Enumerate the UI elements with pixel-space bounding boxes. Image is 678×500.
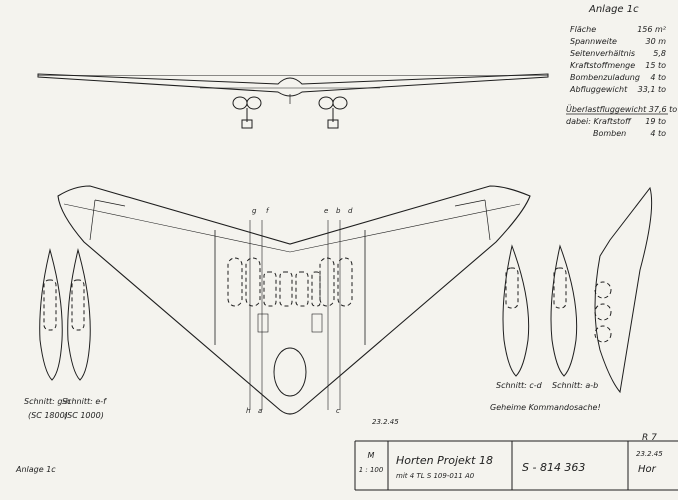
cut-mark: h [246,407,250,415]
overload-value: 4 to [650,129,666,138]
spec-value: 5,8 [653,49,666,58]
engines-line: mit 4 TL S 109-011 A0 [396,472,475,480]
section-gh-label: Schnitt: g-h [24,397,70,406]
spec-value: 33,1 to [638,85,666,94]
signature: Hor [638,464,657,475]
spec-label: Kraftstoffmenge [570,61,635,70]
scale-value: 1 : 100 [359,466,384,474]
overload-value: 19 to [645,117,666,126]
cut-mark: d [348,207,353,215]
spec-label: Spannweite [570,37,617,46]
sheet-date: 23.2.45 [636,450,663,458]
drawing-date: 23.2.45 [372,418,399,426]
annex-bottom-label: Anlage 1c [15,465,56,474]
cut-mark: c [336,407,340,415]
specs-list: Fläche 156 m² Spannweite 30 m Seitenverh… [569,25,667,94]
spec-value: 15 to [645,61,666,70]
overload-label: Bomben [593,129,626,138]
sheet-code: R 7 [642,433,657,443]
section-ef-label: Schnitt: e-f [62,397,107,406]
spec-label: Fläche [570,25,596,34]
spec-label: Bombenzuladung [570,73,640,82]
scale-label: M [368,451,375,460]
drawing-number: S - 814 363 [522,461,585,474]
front-view [37,73,549,129]
cut-mark: b [336,207,341,215]
section-ab-label: Schnitt: a-b [552,381,598,390]
spec-label: Abfluggewicht [569,85,628,94]
title-block-frame [354,440,678,491]
cut-mark: g [252,207,257,215]
overload-title: Überlastfluggewicht 37,6 to [566,104,677,114]
annex-top-label: Anlage 1c [588,4,639,15]
spec-value: 156 m² [637,25,667,34]
cut-mark: f [266,207,270,215]
overload-block: Überlastfluggewicht 37,6 to dabei: Kraft… [566,104,677,138]
secret-note: Geheime Kommandosache! [490,403,601,412]
section-views-left [39,248,91,381]
section-views-right [502,186,653,394]
overload-label: dabei: Kraftstoff [566,117,632,126]
title-block: M 1 : 100 Horten Projekt 18 mit 4 TL S 1… [359,451,586,480]
cut-mark: e [324,207,328,215]
section-cd-label: Schnitt: c-d [496,381,543,390]
cut-mark: a [258,407,262,415]
plan-view [57,185,531,415]
section-ef-sub: (SC 1000) [64,411,104,420]
spec-value: 4 to [650,73,666,82]
cut-mark-labels: a b c d e f g h [246,207,353,415]
section-gh-sub: (SC 1800) [28,411,68,420]
spec-value: 30 m [645,37,666,46]
project-title: Horten Projekt 18 [396,454,493,467]
spec-label: Seitenverhältnis [570,49,635,58]
